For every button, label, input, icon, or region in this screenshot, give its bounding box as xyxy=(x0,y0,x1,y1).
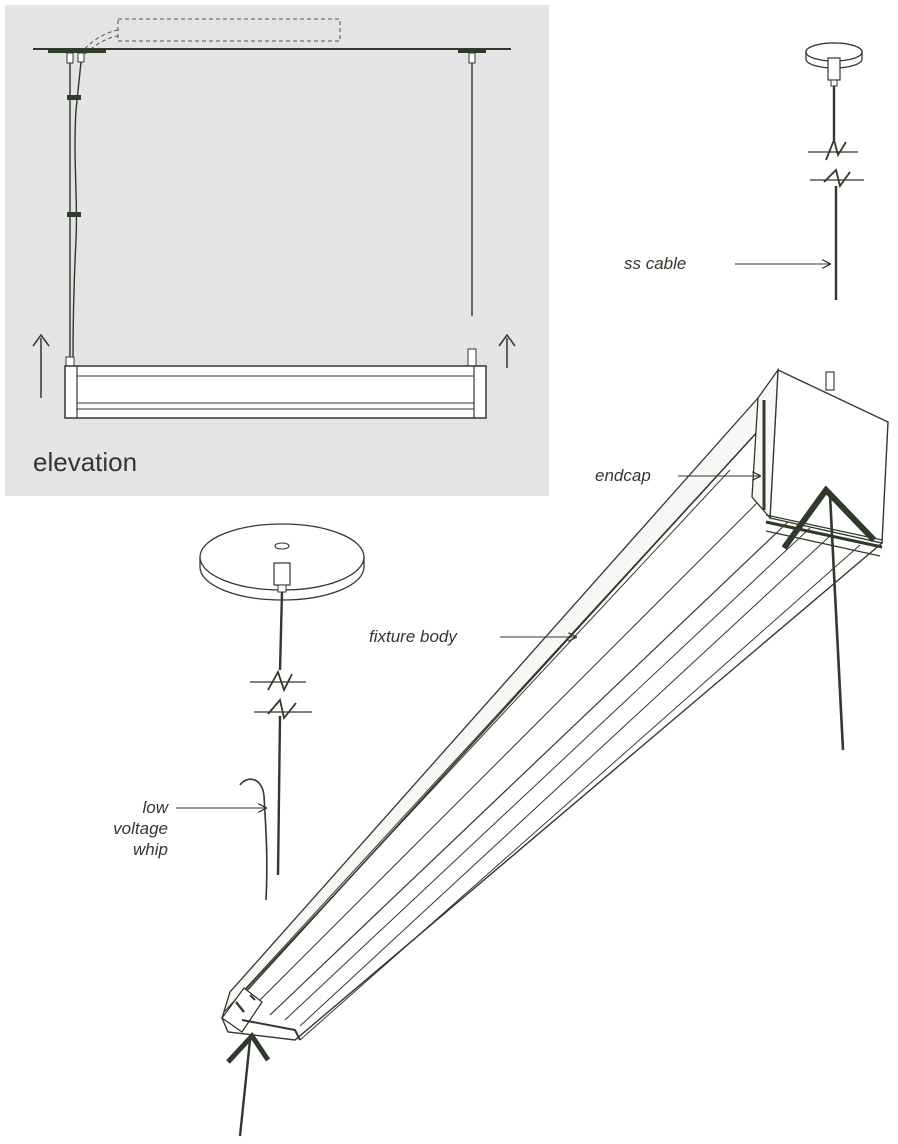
fixture-elevation xyxy=(64,365,487,419)
elevation-view xyxy=(32,18,516,419)
low-voltage-whip-detail xyxy=(176,523,365,901)
fixture-isometric xyxy=(221,367,889,1137)
low-voltage-whip-label-3: whip xyxy=(133,840,168,859)
ss-cable-detail xyxy=(735,42,864,300)
junction-box-dashed xyxy=(117,18,341,42)
low-voltage-whip-label-2: voltage xyxy=(113,819,168,838)
endcap xyxy=(769,368,889,544)
canopy-left xyxy=(48,49,106,53)
fitting-whip xyxy=(77,52,85,63)
wire-route-dashed xyxy=(79,29,119,55)
clip-1 xyxy=(67,95,81,100)
endcap-arrowhead xyxy=(781,485,877,550)
bottom-up-arrow xyxy=(238,1039,252,1137)
fitting-left xyxy=(66,52,74,64)
fixture-body-label: fixture body xyxy=(369,627,457,646)
bottom-arrowhead xyxy=(226,1031,271,1064)
low-voltage-whip-label-1: low xyxy=(142,798,168,817)
low-voltage-whip-elevation xyxy=(72,61,82,358)
fixture-connector-left xyxy=(65,356,75,367)
endcap-label: endcap xyxy=(595,466,651,485)
canopy-right xyxy=(458,49,486,53)
fitting-right xyxy=(468,52,476,64)
endcap-up-arrow xyxy=(828,494,845,751)
fixture-connector-right xyxy=(467,348,477,367)
ss-cable-label: ss cable xyxy=(624,254,687,273)
elevation-label: elevation xyxy=(33,447,138,477)
clip-2 xyxy=(67,212,81,217)
